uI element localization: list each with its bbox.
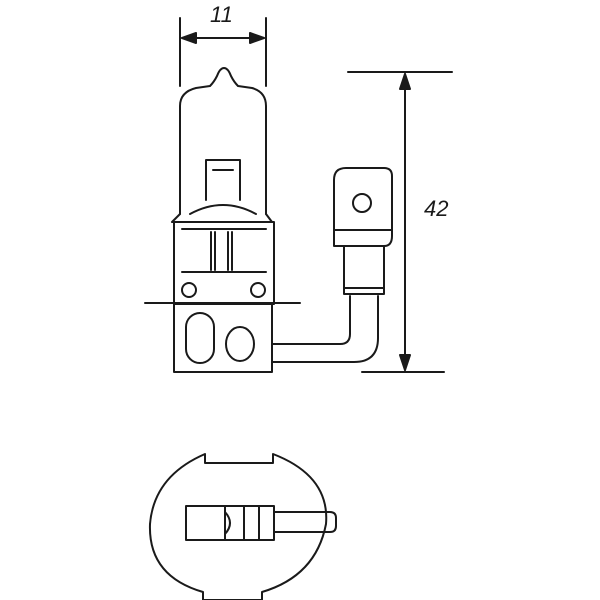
flange-lead-wire	[274, 512, 336, 532]
height-dimension-label: 42	[424, 196, 449, 221]
terminal-contact-left	[186, 313, 214, 363]
width-arrow-left	[182, 33, 196, 43]
terminal-contact-right	[226, 327, 254, 361]
lead-wire	[272, 296, 378, 362]
spade-connector	[334, 168, 392, 246]
flange-terminal-body	[186, 506, 274, 540]
base-rivet-left	[182, 283, 196, 297]
base-body	[174, 222, 274, 304]
base-shoulder	[172, 214, 272, 222]
height-dimension	[348, 72, 452, 372]
base-rivet-right	[251, 283, 265, 297]
height-arrow-top	[400, 74, 410, 89]
filament-dome	[190, 205, 256, 214]
filament-holder	[206, 160, 240, 200]
flange-outline	[150, 454, 326, 600]
width-arrow-right	[250, 33, 264, 43]
glass-envelope	[180, 68, 266, 214]
width-dimension	[180, 18, 266, 86]
flange-terminal-notch	[225, 512, 230, 534]
terminal-block	[174, 303, 272, 372]
spade-connector-hole	[353, 194, 371, 212]
width-dimension-label: 11	[210, 2, 233, 27]
height-arrow-bottom	[400, 355, 410, 370]
lead-sleeve	[344, 246, 384, 294]
